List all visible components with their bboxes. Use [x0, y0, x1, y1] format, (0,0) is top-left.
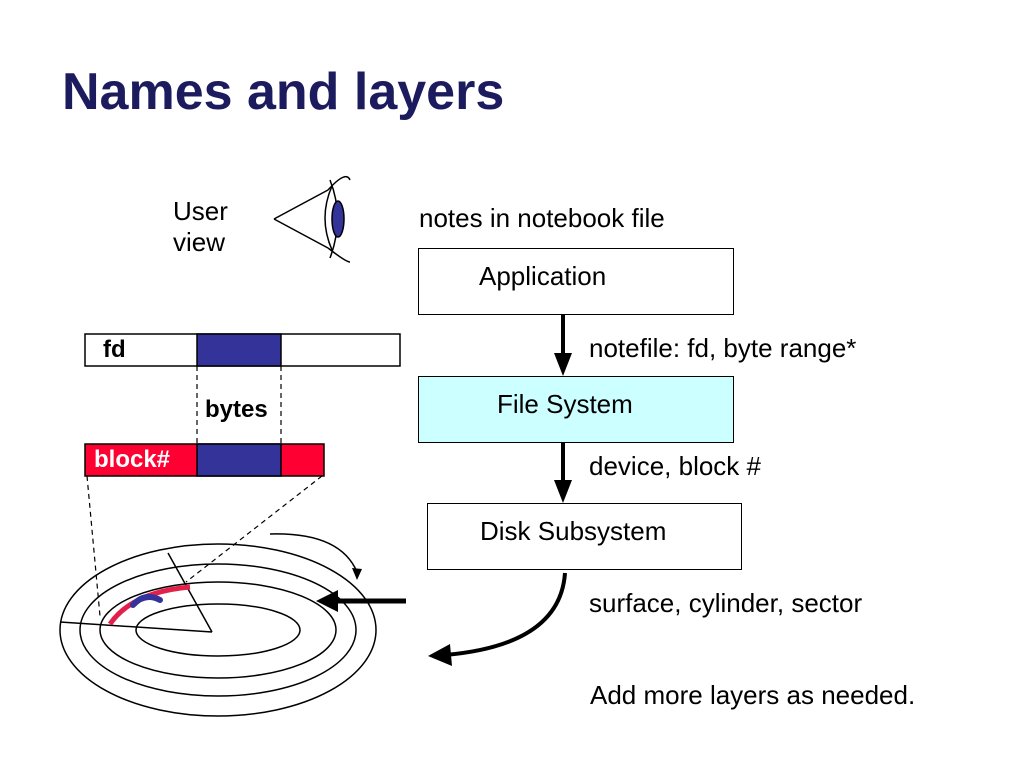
rotation-arrow	[269, 533, 358, 573]
disk-subsystem-label: Disk Subsystem	[480, 516, 667, 546]
top-caption: notes in notebook file	[419, 203, 665, 233]
fd-bytes-segment	[196, 333, 282, 367]
bytes-guides	[196, 366, 282, 444]
footer-note: Add more layers as needed.	[590, 680, 916, 710]
page-title: Names and layers	[62, 63, 505, 121]
arrow-label-device: device, block #	[589, 451, 761, 481]
fd-bar	[84, 333, 401, 367]
eye-icon	[273, 175, 351, 263]
disk-subsystem-box: Disk Subsystem	[427, 503, 742, 570]
application-label: Application	[479, 261, 607, 291]
block-label: block#	[94, 446, 171, 473]
file-system-box: File System	[418, 376, 734, 443]
bytes-label: bytes	[205, 396, 268, 423]
layer-arrows	[444, 315, 567, 657]
block-disk-guides	[86, 475, 323, 617]
block-bytes-segment	[196, 443, 282, 477]
application-box: Application	[418, 248, 734, 315]
track-sector-blue	[130, 593, 163, 608]
user-view-label: User view	[173, 196, 228, 258]
track-sector-red	[107, 584, 191, 626]
arrow-label-surface: surface, cylinder, sector	[589, 588, 863, 618]
block-bar	[84, 443, 325, 477]
disk-platter	[59, 543, 377, 717]
file-system-label: File System	[497, 389, 633, 419]
arrow-label-notefile: notefile: fd, byte range*	[589, 333, 857, 363]
fd-label: fd	[103, 336, 126, 363]
